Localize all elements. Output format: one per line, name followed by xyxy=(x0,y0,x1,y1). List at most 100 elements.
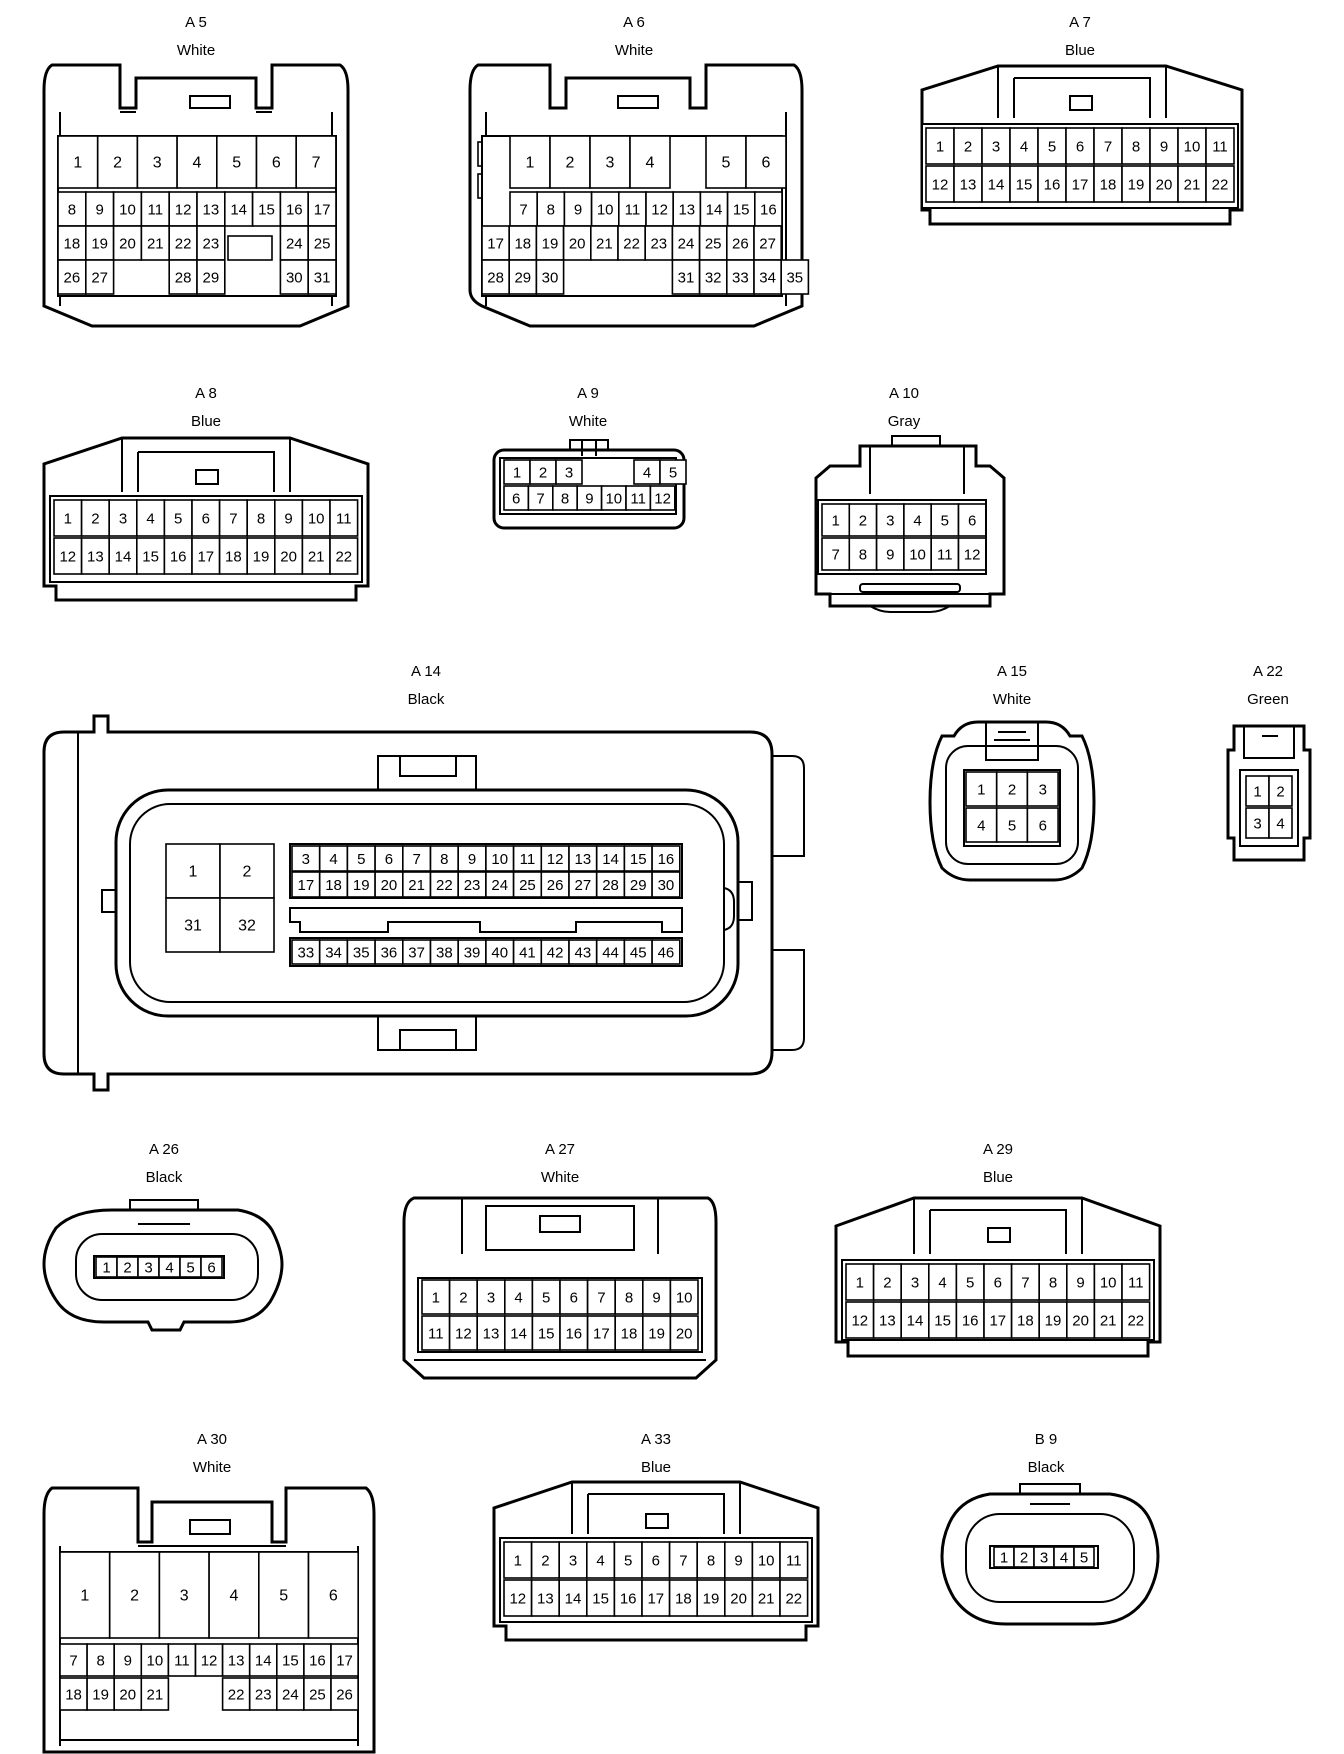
pin-number: 1 xyxy=(73,155,82,172)
pin-number: 12 xyxy=(59,549,76,566)
pin-cell xyxy=(649,485,676,511)
connector-name: A 10 xyxy=(889,385,919,402)
pin-number: 8 xyxy=(707,1553,715,1570)
pin-number: 15 xyxy=(282,1653,299,1670)
connector-housing xyxy=(42,1208,284,1332)
pin-number: 6 xyxy=(329,1588,338,1605)
pin-number: 1 xyxy=(977,782,985,799)
pin-cell xyxy=(1268,807,1293,839)
pin-cell xyxy=(251,191,282,227)
pin-cell xyxy=(529,459,557,485)
pin-cell xyxy=(136,537,166,575)
connector-housing xyxy=(940,1492,1160,1626)
pin-cell xyxy=(318,939,349,965)
pin-number: 24 xyxy=(286,236,303,253)
pin-number: 12 xyxy=(547,851,564,868)
pin-cell xyxy=(613,1579,643,1617)
pin-number: 4 xyxy=(913,513,921,530)
pin-number: 10 xyxy=(308,511,325,528)
pin-cell xyxy=(196,191,226,227)
pin-number: 19 xyxy=(353,877,370,894)
pin-number: 16 xyxy=(286,202,303,219)
pin-number: 8 xyxy=(561,491,569,508)
connector-name: A 8 xyxy=(195,385,217,402)
pin-number: 12 xyxy=(455,1326,472,1343)
pin-number: 2 xyxy=(113,155,122,172)
connector-name: A 6 xyxy=(623,14,645,31)
pin-number: 2 xyxy=(123,1260,131,1277)
connector-housing xyxy=(468,63,804,328)
pin-cell xyxy=(559,1315,589,1351)
pin-number: 14 xyxy=(115,549,132,566)
pin-cell xyxy=(845,1301,875,1339)
pin-cell xyxy=(872,1301,902,1339)
pin-cell xyxy=(659,459,687,485)
connector-color: Green xyxy=(1247,691,1289,708)
connector-housing xyxy=(402,1196,718,1380)
pin-number: 10 xyxy=(597,202,614,219)
pin-cell xyxy=(957,537,987,571)
pin-number: 11 xyxy=(786,1553,802,1570)
pin-number: 7 xyxy=(679,1553,687,1570)
pin-cell xyxy=(617,225,647,261)
pin-number: 22 xyxy=(623,236,640,253)
connector-housing xyxy=(42,714,774,1092)
pin-cell xyxy=(113,1643,143,1677)
pin-number: 9 xyxy=(886,547,894,564)
pin-cell xyxy=(330,1677,359,1711)
pin-cell xyxy=(1009,127,1039,165)
pin-number: 13 xyxy=(483,1326,500,1343)
pin-cell xyxy=(246,537,276,575)
pin-number: 1 xyxy=(513,465,521,482)
pin-cell xyxy=(167,1643,197,1677)
pin-number: 3 xyxy=(886,513,894,530)
pin-number: 26 xyxy=(336,1687,353,1704)
pin-cell xyxy=(930,537,960,571)
pin-number: 21 xyxy=(758,1591,775,1608)
pin-cell xyxy=(140,1677,170,1711)
connector-name: A 22 xyxy=(1253,663,1283,680)
pin-cell xyxy=(725,225,755,261)
pin-number: 10 xyxy=(119,202,136,219)
pin-number: 13 xyxy=(87,549,104,566)
pin-number: 21 xyxy=(596,236,613,253)
pin-cell xyxy=(872,1263,902,1301)
pin-number: 41 xyxy=(519,945,536,962)
pin-number: 8 xyxy=(440,851,448,868)
pin-cell xyxy=(219,897,275,953)
pin-number: 15 xyxy=(934,1313,951,1330)
pin-number: 3 xyxy=(565,465,573,482)
pin-number: 3 xyxy=(119,511,127,528)
pin-cell xyxy=(112,191,143,227)
pin-number: 13 xyxy=(203,202,220,219)
pin-number: 25 xyxy=(519,877,536,894)
pin-number: 4 xyxy=(514,1290,522,1307)
pin-number: 2 xyxy=(964,139,972,156)
pin-number: 18 xyxy=(1017,1313,1034,1330)
pin-cell xyxy=(112,225,143,261)
pin-number: 11 xyxy=(625,202,641,219)
pin-cell xyxy=(108,1551,161,1639)
pin-cell xyxy=(196,225,226,261)
pin-number: 3 xyxy=(1253,816,1261,833)
pin-cell xyxy=(651,939,681,965)
pin-cell xyxy=(1177,127,1207,165)
pin-cell xyxy=(429,871,460,898)
pin-cell xyxy=(485,939,515,965)
pin-number: 15 xyxy=(258,202,275,219)
pin-number: 5 xyxy=(966,1275,974,1292)
connector-housing xyxy=(920,64,1244,226)
pin-number: 5 xyxy=(279,1588,288,1605)
pin-number: 23 xyxy=(203,236,220,253)
pin-number: 2 xyxy=(566,155,575,172)
pin-number: 20 xyxy=(280,549,297,566)
pin-number: 2 xyxy=(859,513,867,530)
pin-number: 9 xyxy=(574,202,582,219)
pin-cell xyxy=(965,771,998,807)
pin-cell xyxy=(568,845,598,872)
pin-cell xyxy=(1149,165,1179,203)
pin-number: 2 xyxy=(91,511,99,528)
